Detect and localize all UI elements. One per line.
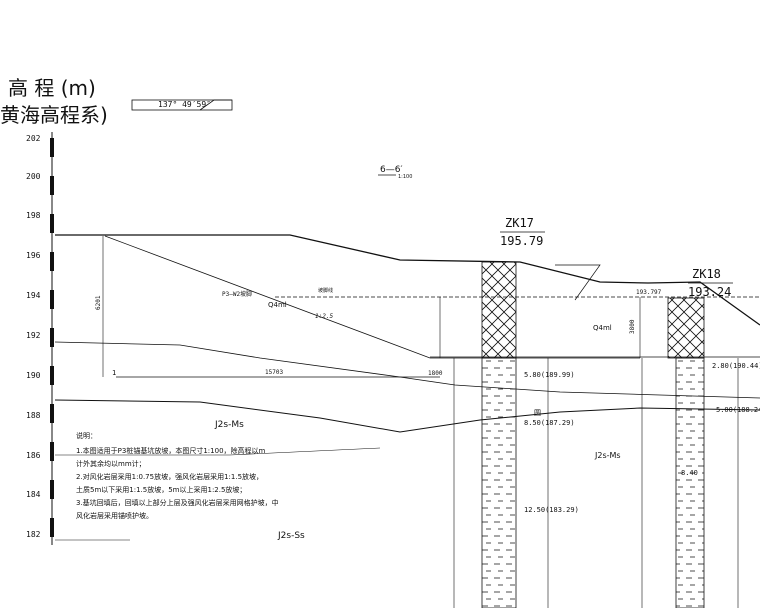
elevation-ticks: 202 200 198 196 194 192 190 188 186 184 … (26, 134, 41, 539)
stratum-boundary (55, 447, 381, 456)
tick-label: 190 (26, 371, 41, 380)
elevation-system-subtitle: 黄海高程系) (0, 103, 108, 127)
stratum-label: J2s-Ms (214, 420, 244, 430)
slope-ref-label: P3—W2坡脚 (222, 290, 252, 298)
tick-label: 200 (26, 172, 41, 181)
bearing-label: 137° 49′59″ (158, 100, 211, 109)
elevation-axis-title: 高 程 (m) (8, 76, 96, 100)
pile-mark: 圆 (534, 409, 541, 417)
borehole-name: ZK18 (692, 267, 721, 281)
note-line: 1.本图适用于P3桩锚基坑放坡，本图尺寸1:100，除高程以m (76, 446, 266, 455)
tick-label: 196 (26, 251, 41, 260)
note-line: 计外其余均以mm计； (76, 459, 146, 468)
dim-3800: 3800 (629, 319, 636, 334)
zk17-depth-label: 5.80(189.99) (524, 371, 575, 379)
borehole-zk17-header: ZK17 195.79 (500, 216, 545, 248)
tick-label: 198 (26, 211, 41, 220)
section-scale: 1:100 (398, 174, 412, 180)
notes-title: 说明： (76, 431, 97, 440)
elev-193797-label: 193.797 (636, 289, 662, 296)
bearing-indicator: 137° 49′59″ (131, 99, 233, 111)
zk17-mid-label: 8.40 (681, 469, 698, 477)
stratum-boundary (54, 399, 760, 433)
slope-ratio-label: 1:2.5 (315, 313, 333, 320)
pile-zk17 (453, 261, 549, 608)
stratum-boundary (54, 341, 760, 399)
borehole-name: ZK17 (505, 216, 534, 230)
zk17-depth-label: 8.50(187.29) (524, 419, 575, 427)
dim-horizontal: 15703 (265, 369, 283, 376)
note-line: 3.基坑回填后，回填以上部分上层及强风化岩层采用网格护坡，中 (76, 498, 279, 507)
tick-label: 202 (26, 134, 41, 143)
stratum-label: J2s-Ss (277, 531, 305, 541)
borehole-elevation: 195.79 (500, 234, 543, 248)
svg-text:1: 1 (112, 369, 116, 377)
dim-small: 1800 (428, 370, 443, 377)
borehole-zk18-header: ZK18 193.24 (688, 267, 733, 299)
ground-surface-line (55, 234, 760, 326)
tick-label: 184 (26, 490, 41, 499)
dim-vertical-left: 6201 (95, 295, 102, 310)
crest-line-label: 坡脚线 (318, 287, 333, 294)
zk18-depth-label: 5.00(188.24) (716, 406, 760, 414)
borehole-elevation: 193.24 (688, 285, 731, 299)
note-line: 风化岩层采用锚喷护坡。 (76, 511, 153, 520)
tick-label: 188 (26, 411, 41, 420)
tick-label: 182 (26, 530, 41, 539)
design-notes: 说明： 1.本图适用于P3桩锚基坑放坡，本图尺寸1:100，除高程以m 计外其余… (76, 431, 279, 520)
tick-label: 186 (26, 451, 41, 460)
stratum-label: J2s-Ms (594, 451, 621, 460)
tick-label: 194 (26, 291, 41, 300)
q4-left-label: Q4ml (268, 301, 287, 309)
zk18-depth-label: 2.80(190.44) (712, 362, 760, 370)
note-line: 2.对风化岩层采用1:0.75放坡，强风化岩层采用1:1.5放坡， (76, 472, 263, 481)
zk17-depth-label: 12.50(183.29) (524, 506, 579, 514)
elevation-axis (50, 132, 54, 545)
note-line: 土质5m以下采用1:1.5放坡，5m以上采用1:2.5放坡； (76, 485, 246, 494)
q4-right-label: Q4ml (593, 324, 612, 332)
tick-label: 192 (26, 331, 41, 340)
section-label: 6—6′ (380, 165, 403, 175)
excavation-slope-line (104, 235, 640, 359)
pile-zk18 (641, 297, 739, 608)
